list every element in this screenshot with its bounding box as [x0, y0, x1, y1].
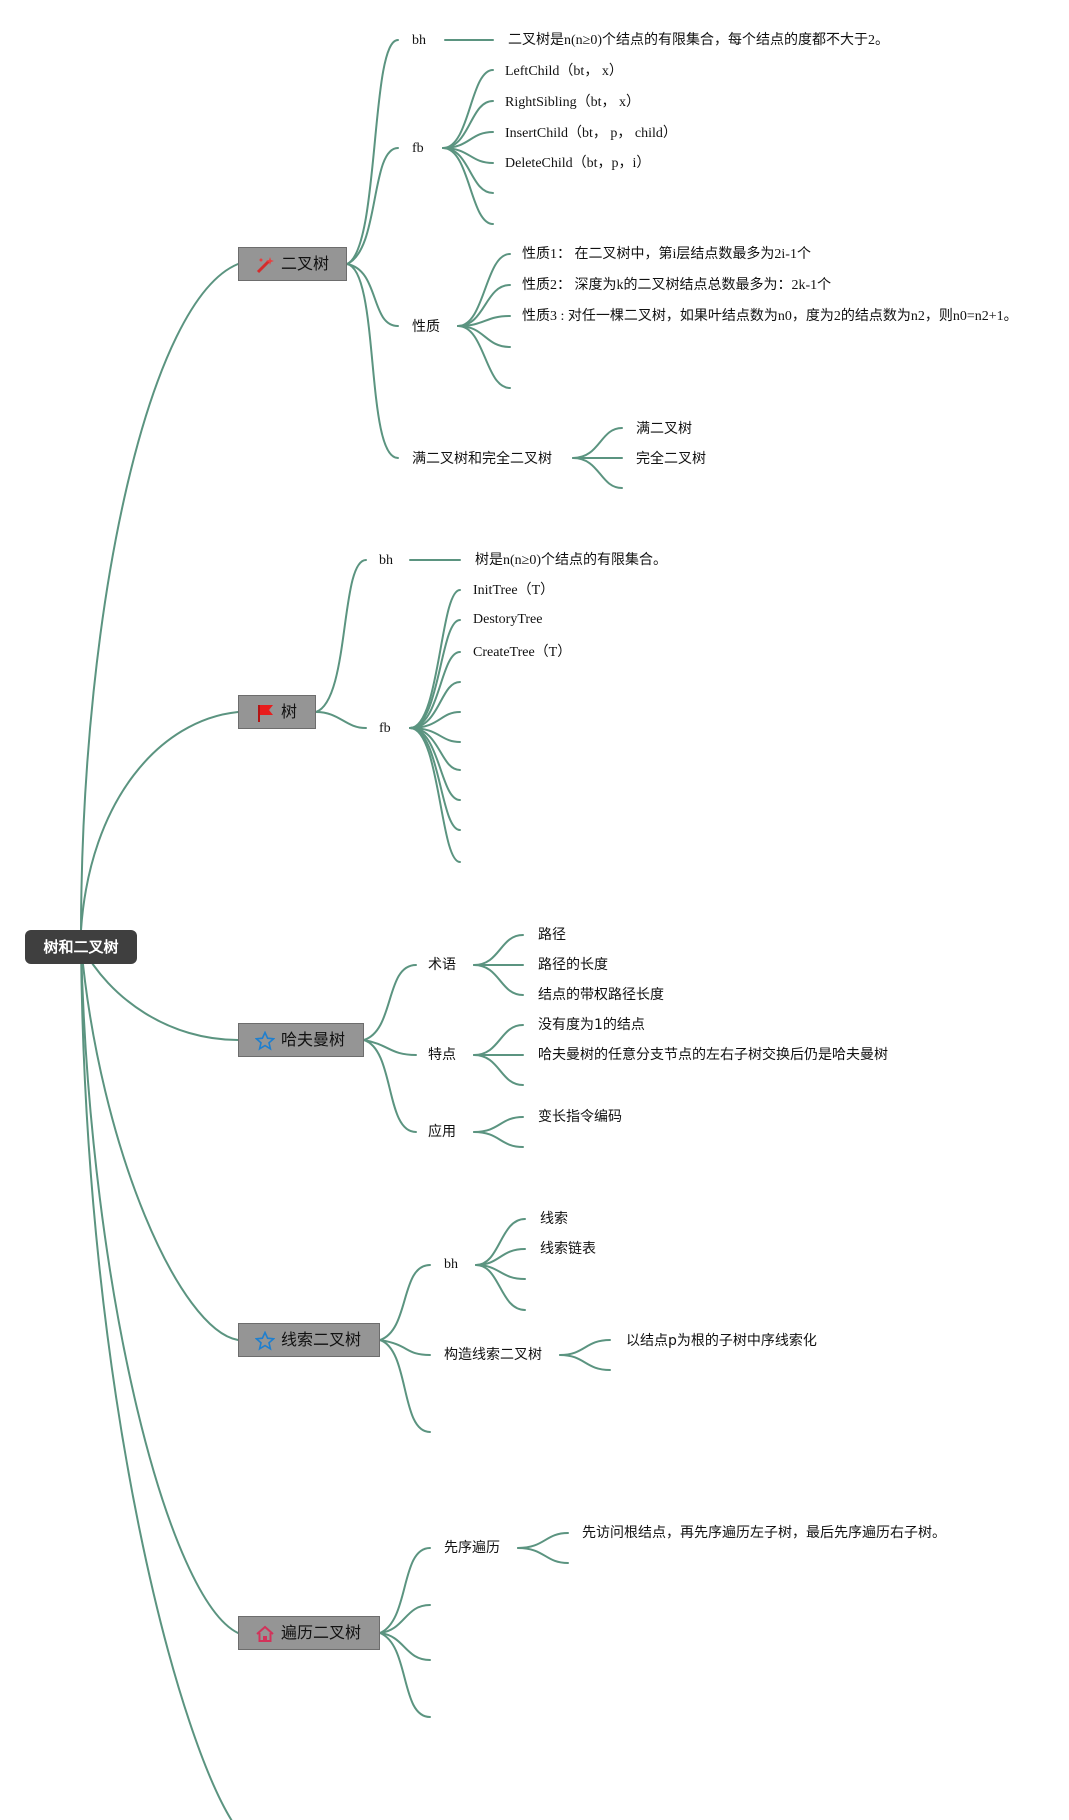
branch-label: 遍历二叉树 — [281, 1623, 362, 1642]
b1-property-label: 性质 — [412, 319, 440, 335]
b2-fb-item: DestoryTree — [473, 612, 543, 627]
b1-property-item: 性质3 : 对任一棵二叉树，如果叶结点数为n0，度为2的结点数为n2，则n0=n… — [522, 309, 1018, 324]
b4-bh-label: bh — [444, 1257, 458, 1272]
red-flag-icon — [255, 702, 275, 722]
b4-construct-label: 构造线索二叉树 — [444, 1347, 542, 1363]
b1-fb-label: fb — [412, 141, 424, 156]
root-node[interactable]: 树和二叉树 — [25, 930, 137, 964]
magic-wand-icon — [255, 254, 275, 274]
b2-fb-item: InitTree（T） — [473, 583, 555, 598]
branch-label: 树 — [281, 702, 298, 721]
branch-huffman-tree[interactable]: 哈夫曼树 — [238, 1023, 364, 1057]
b1-property-item: 性质1： 在二叉树中，第i层结点数最多为2i-1个 — [522, 247, 811, 262]
branch-label: 线索二叉树 — [281, 1330, 362, 1349]
branch-label: 二叉树 — [281, 254, 330, 273]
b3-term-item: 路径的长度 — [538, 957, 608, 973]
b1-fb-item: LeftChild（bt， x） — [505, 64, 623, 79]
b2-bh-text: 树是n(n≥0)个结点的有限集合。 — [475, 553, 668, 568]
b2-fb-label: fb — [379, 721, 391, 736]
star-outline-icon — [254, 1330, 276, 1351]
b1-full-tree-item: 满二叉树 — [636, 421, 692, 437]
b3-term-item: 路径 — [538, 927, 566, 943]
star-outline-icon — [254, 1030, 276, 1051]
b1-fb-item: RightSibling（bt， x） — [505, 95, 640, 110]
b3-feature-item: 没有度为1的结点 — [538, 1017, 645, 1033]
b3-feature-item: 哈夫曼树的任意分支节点的左右子树交换后仍是哈夫曼树 — [538, 1047, 888, 1063]
b1-fb-item: DeleteChild（bt，p，i） — [505, 156, 651, 171]
branch-tree[interactable]: 树 — [238, 695, 316, 729]
b3-application-label: 应用 — [428, 1124, 456, 1140]
b4-bh-item: 线索链表 — [540, 1241, 596, 1257]
branch-traversal[interactable]: 遍历二叉树 — [238, 1616, 380, 1650]
branch-label: 哈夫曼树 — [281, 1030, 346, 1049]
b3-term-label: 术语 — [428, 957, 456, 973]
b1-full-tree-item: 完全二叉树 — [636, 451, 706, 467]
b1-property-item: 性质2： 深度为k的二叉树结点总数最多为：2k-1个 — [522, 278, 832, 293]
branch-binary-tree[interactable]: 二叉树 — [238, 247, 347, 281]
b5-preorder-item: 先访问根结点，再先序遍历左子树，最后先序遍历右子树。 — [582, 1525, 946, 1541]
b4-bh-item: 线索 — [540, 1211, 568, 1227]
b4-construct-item: 以结点p为根的子树中序线索化 — [626, 1333, 817, 1349]
b1-fb-item: InsertChild（bt， p， child） — [505, 126, 677, 141]
b3-term-item: 结点的带权路径长度 — [538, 987, 664, 1003]
b1-full-tree-label: 满二叉树和完全二叉树 — [412, 451, 552, 467]
b3-application-item: 变长指令编码 — [538, 1109, 622, 1125]
house-icon — [255, 1623, 275, 1643]
branch-threaded-binary-tree[interactable]: 线索二叉树 — [238, 1323, 380, 1357]
b2-bh-label: bh — [379, 553, 393, 568]
b1-bh-text: 二叉树是n(n≥0)个结点的有限集合，每个结点的度都不大于2。 — [508, 33, 890, 48]
b3-feature-label: 特点 — [428, 1047, 456, 1063]
b5-preorder-label: 先序遍历 — [444, 1540, 500, 1556]
b2-fb-item: CreateTree（T） — [473, 645, 572, 660]
b1-bh-label: bh — [412, 33, 426, 48]
